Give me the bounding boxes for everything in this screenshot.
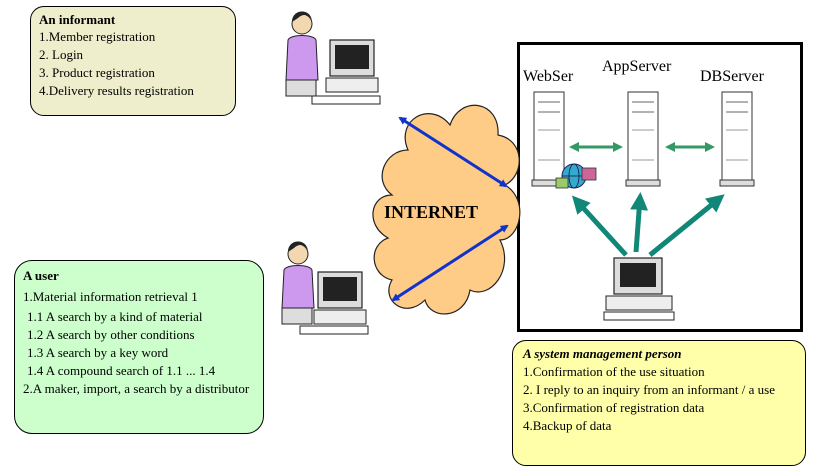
user-title: A user bbox=[23, 268, 59, 283]
admin-computer-icon bbox=[603, 257, 675, 321]
admin-to-db-arrow bbox=[648, 194, 725, 257]
user-box: A user 1.Material information retrieval … bbox=[14, 260, 264, 434]
internet-label: INTERNET bbox=[384, 202, 479, 222]
system-manager-title: A system management person bbox=[523, 346, 682, 361]
app-server-icon bbox=[625, 91, 661, 187]
informant-item-2: 2. Login bbox=[39, 47, 84, 62]
system-manager-box: A system management person 1.Confirmatio… bbox=[512, 340, 806, 466]
user-subitem-1-1: 1.1 A search by a kind of material bbox=[27, 309, 203, 324]
internet-link-arrow-top bbox=[398, 116, 508, 188]
web-server-label: WebSer bbox=[523, 68, 574, 85]
internet-link-arrow-bottom bbox=[391, 224, 509, 302]
admin-to-app-arrow bbox=[630, 192, 649, 253]
web-server-icon bbox=[531, 91, 567, 187]
user-operator-icon bbox=[281, 241, 369, 335]
globe-icon bbox=[555, 163, 597, 189]
user-item-2: 2.A maker, import, a search by a distrib… bbox=[23, 381, 250, 396]
db-server-label: DBServer bbox=[700, 68, 764, 85]
app-server-label: AppServer bbox=[602, 58, 672, 75]
user-item-1: 1.Material information retrieval 1 bbox=[23, 289, 198, 304]
system-manager-item-1: 1.Confirmation of the use situation bbox=[523, 364, 705, 379]
informant-item-4: 4.Delivery results registration bbox=[39, 83, 194, 98]
system-manager-item-4: 4.Backup of data bbox=[523, 418, 612, 433]
db-server-icon bbox=[719, 91, 755, 187]
system-manager-item-2: 2. I reply to an inquiry from an informa… bbox=[523, 382, 775, 397]
informant-item-3: 3. Product registration bbox=[39, 65, 155, 80]
informant-operator-icon bbox=[285, 11, 381, 105]
informant-box: An informant 1.Member registration 2. Lo… bbox=[30, 6, 236, 116]
user-subitem-1-4: 1.4 A compound search of 1.1 ... 1.4 bbox=[27, 363, 216, 378]
system-manager-item-3: 3.Confirmation of registration data bbox=[523, 400, 705, 415]
admin-to-web-arrow bbox=[571, 195, 628, 257]
user-subitem-1-3: 1.3 A search by a key word bbox=[27, 345, 169, 360]
informant-title: An informant bbox=[39, 12, 116, 27]
informant-item-1: 1.Member registration bbox=[39, 29, 156, 44]
user-subitem-1-2: 1.2 A search by other conditions bbox=[27, 327, 195, 342]
